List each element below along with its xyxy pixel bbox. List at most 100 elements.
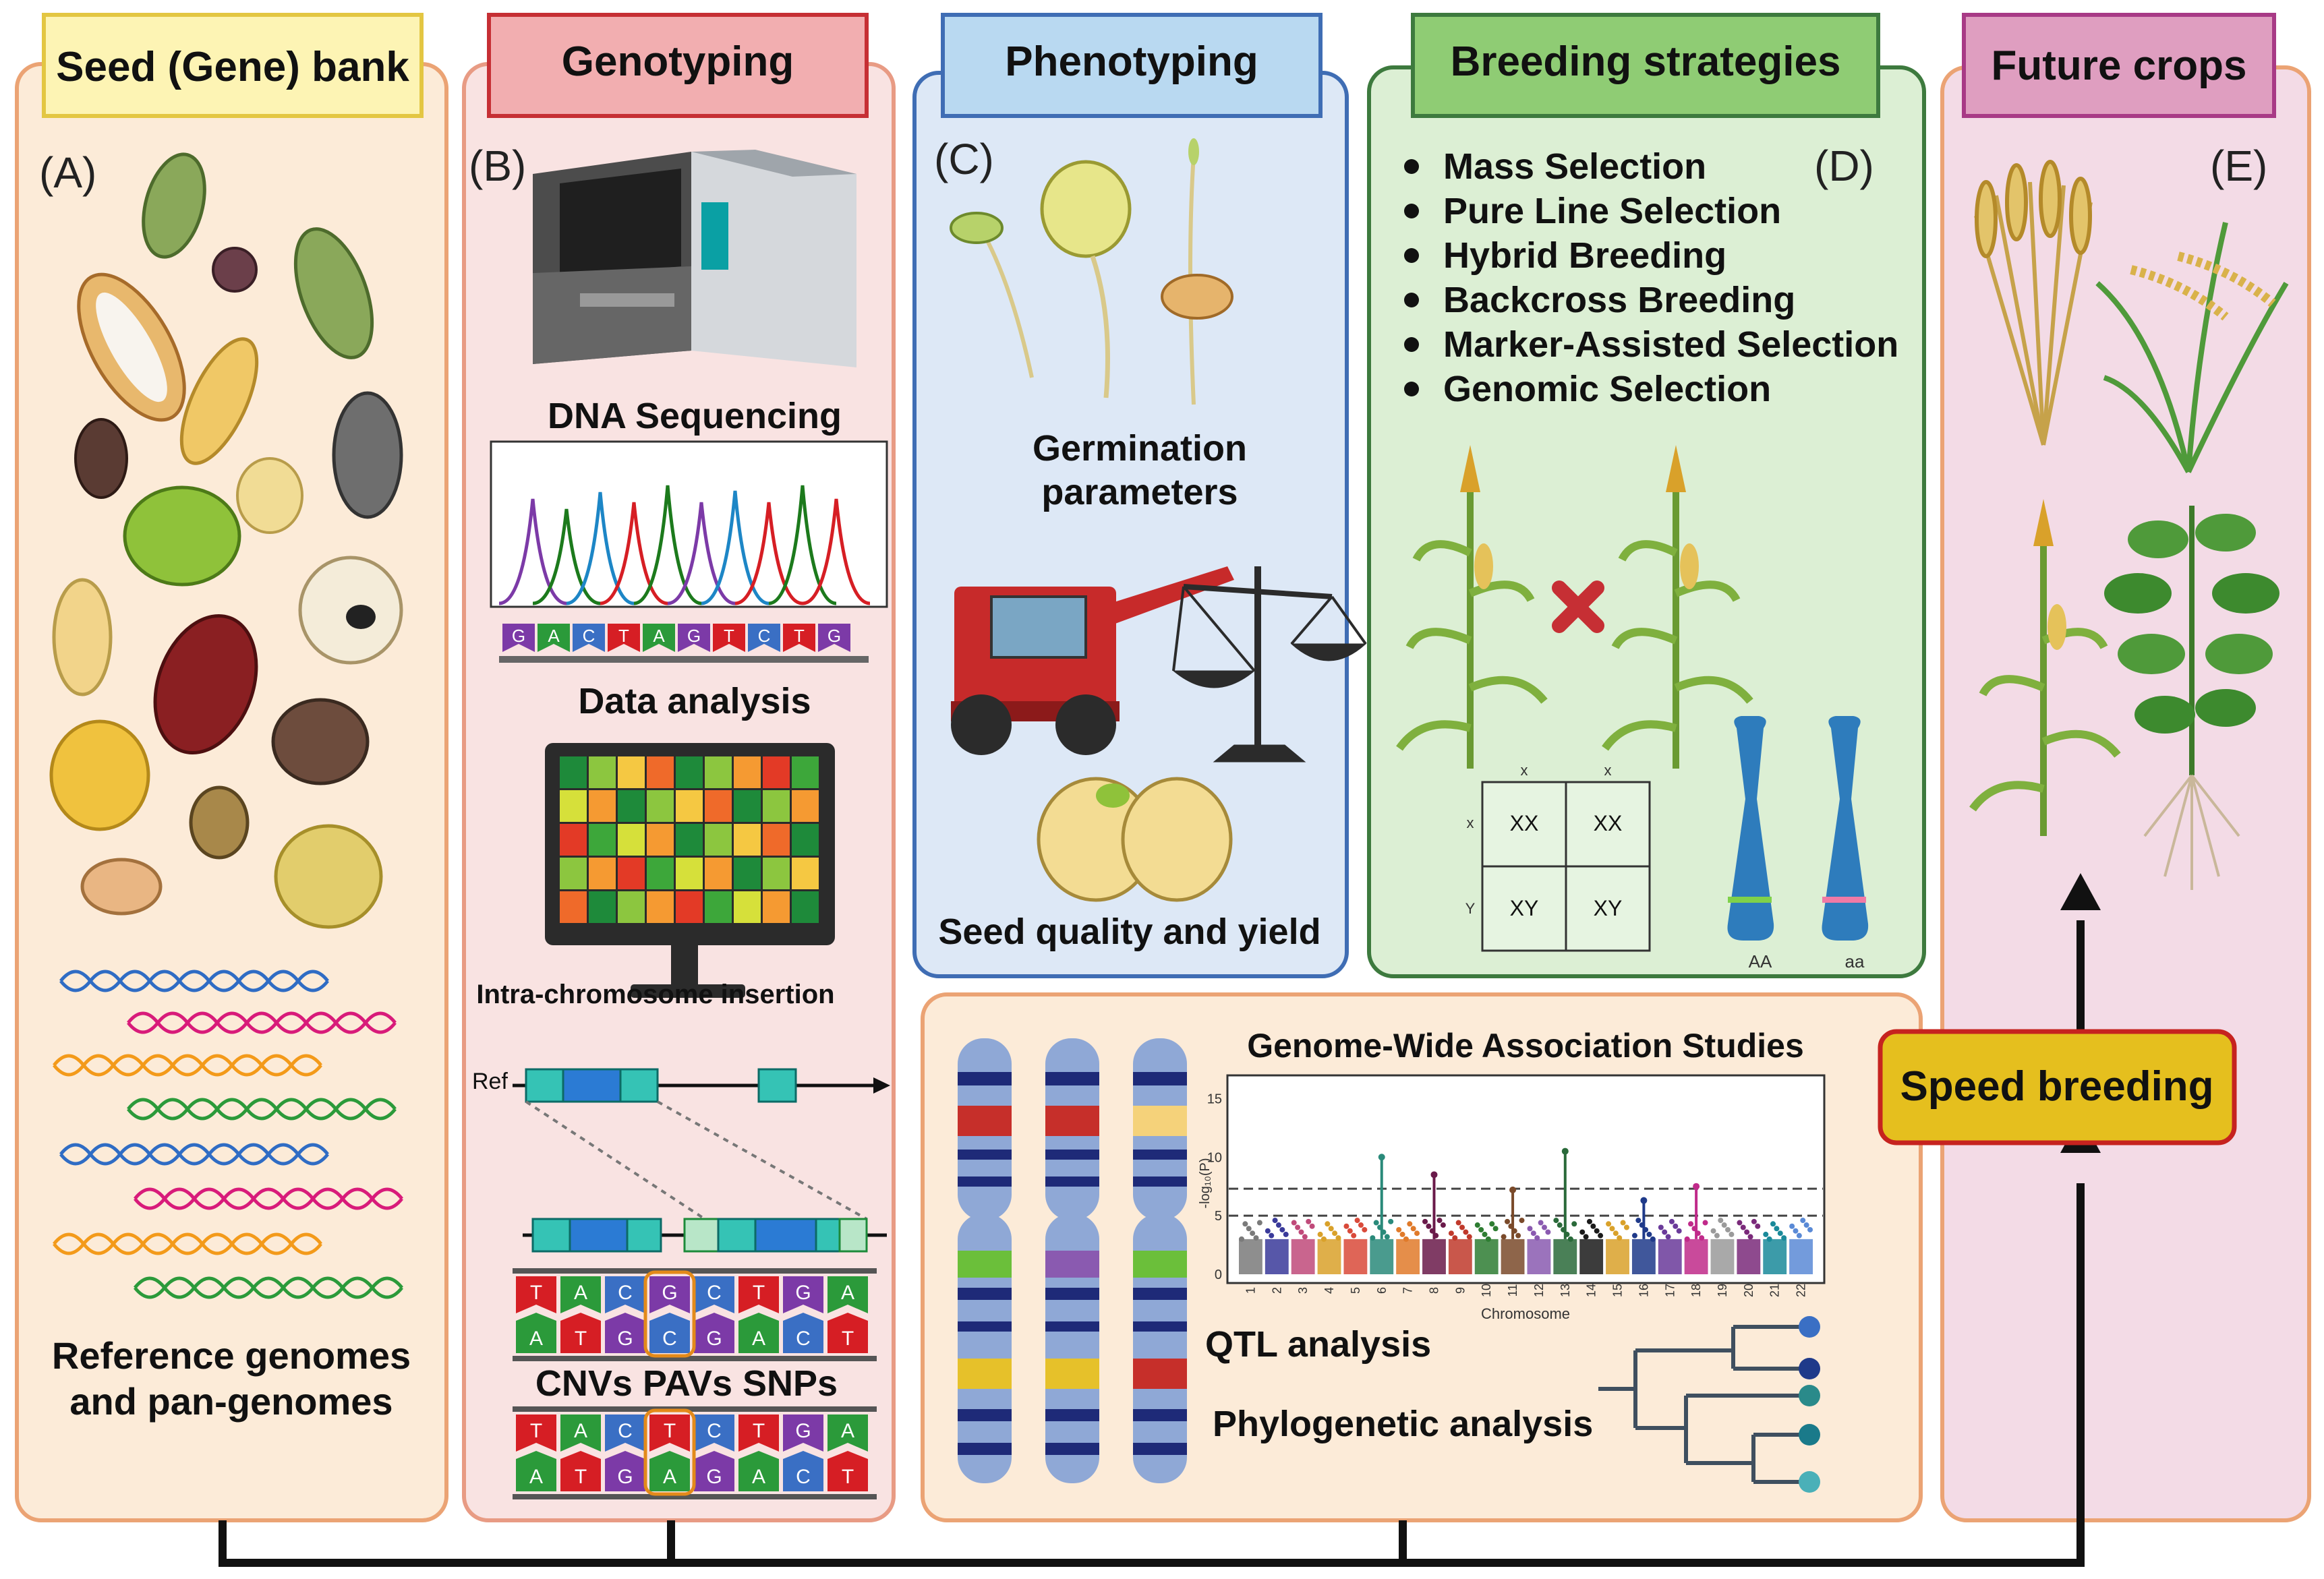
snp-point [1370, 1235, 1376, 1241]
x-tick-label: 19 [1716, 1284, 1729, 1297]
snp-point [1803, 1222, 1809, 1228]
seed-icon [123, 485, 241, 587]
punnett-cell: XX [1594, 811, 1623, 835]
snp-point [1343, 1223, 1349, 1229]
snp-point [1673, 1223, 1679, 1229]
seed-icon [271, 698, 370, 785]
snp-point [1553, 1218, 1559, 1224]
seed-icon [96, 292, 167, 403]
x-tick-label: 11 [1506, 1284, 1519, 1297]
dna-helix-icon [53, 1054, 322, 1077]
dna-helix-icon [127, 1011, 397, 1034]
base-tile [560, 1451, 601, 1491]
base-letter: T [530, 1420, 542, 1442]
snp-point [1538, 1220, 1544, 1226]
snp-point [1590, 1223, 1596, 1229]
snp-point [1747, 1234, 1753, 1240]
y-tick-label: 15 [1207, 1092, 1222, 1106]
snp-point [1501, 1234, 1507, 1240]
gwas-ylabel: -log₁₀(P) [1198, 1158, 1213, 1208]
chromosome-snp-band [1789, 1239, 1813, 1274]
qtl-analysis-label: QTL analysis [1205, 1324, 1431, 1365]
snp-point [1362, 1226, 1368, 1232]
base-letter: G [687, 626, 701, 646]
snp-point [1253, 1235, 1259, 1241]
x-tick-label: 20 [1742, 1284, 1755, 1297]
snp-point [1492, 1226, 1499, 1232]
snp-point [1399, 1231, 1405, 1237]
future-title: Future crops [1992, 42, 2247, 89]
base-letter: A [752, 1466, 765, 1488]
balance-scale-icon [1172, 566, 1367, 763]
base-tile [678, 624, 710, 652]
seed-icon [212, 247, 258, 293]
snp-point [1744, 1229, 1750, 1235]
snp-point [1298, 1229, 1304, 1235]
snp-point [1781, 1235, 1787, 1241]
insertion-label: Intra-chromosome insertion [476, 980, 834, 1009]
base-letter: T [618, 626, 629, 646]
snp-point [1718, 1218, 1724, 1224]
chromosome-snp-band [1343, 1239, 1368, 1274]
snp-point [1466, 1234, 1472, 1240]
dna-helix-icon [127, 1011, 397, 1034]
x-tick-label: 17 [1663, 1284, 1677, 1297]
snp-point [1545, 1229, 1551, 1235]
snp-point [1598, 1232, 1604, 1239]
snp-point [1275, 1222, 1281, 1228]
base-tile [748, 624, 780, 652]
base-tile [738, 1451, 779, 1491]
gwas-title: Genome-Wide Association Studies [1247, 1027, 1804, 1065]
chromosome-ideogram [958, 1038, 1012, 1483]
base-letter: C [758, 626, 771, 646]
genotyping-title-box [487, 13, 869, 118]
snp-point [1407, 1221, 1413, 1227]
snp-point [1770, 1221, 1776, 1227]
base-tile [713, 624, 745, 652]
snp-point [1422, 1218, 1428, 1224]
snp-point [1515, 1232, 1521, 1239]
future-title-box [1962, 13, 2276, 118]
snp-point [1482, 1231, 1488, 1237]
base-tile [516, 1451, 556, 1491]
snp-point [1351, 1232, 1357, 1239]
combine-harvester-icon [951, 566, 1234, 755]
breeding-method-item: Genomic Selection [1443, 369, 1771, 409]
snp-point [1335, 1235, 1341, 1241]
germination-label-line2: parameters [1041, 472, 1238, 512]
base-letter: G [827, 626, 841, 646]
snp-point [1325, 1221, 1331, 1227]
bullet-icon [1404, 293, 1419, 307]
snp-point [1777, 1230, 1783, 1237]
chromatogram-trace [498, 485, 871, 605]
snp-point [1606, 1221, 1612, 1227]
base-tile [560, 1414, 601, 1452]
seed-icon [153, 614, 258, 755]
seedbank-title-box [42, 13, 424, 118]
snp-point [1354, 1218, 1360, 1224]
base-letter: T [530, 1282, 542, 1304]
snp-point [1452, 1235, 1458, 1241]
base-letter: T [664, 1420, 676, 1442]
base-letter: T [724, 626, 734, 646]
panel-letter-b: (B) [469, 142, 526, 190]
chromosome-snp-band [1658, 1239, 1682, 1274]
snp-point [1505, 1218, 1511, 1224]
punnett-square: x x x Y XX XX XY XY [1465, 762, 1651, 952]
base-tile [538, 624, 570, 652]
x-tick-label: 2 [1270, 1287, 1283, 1294]
snp-point [1721, 1222, 1727, 1228]
base-letter: G [662, 1282, 677, 1304]
dna-helix-icon [127, 1098, 397, 1121]
snp-point [1239, 1236, 1244, 1242]
seed-icon [179, 337, 259, 465]
dna-helix-icon [59, 970, 329, 992]
phylogenetic-analysis-label: Phylogenetic analysis [1213, 1404, 1593, 1444]
snp-point [1384, 1234, 1390, 1240]
snp-point [1269, 1232, 1275, 1239]
snp-point [1414, 1230, 1420, 1237]
base-tile [516, 1276, 556, 1313]
seed-icon [74, 418, 128, 499]
